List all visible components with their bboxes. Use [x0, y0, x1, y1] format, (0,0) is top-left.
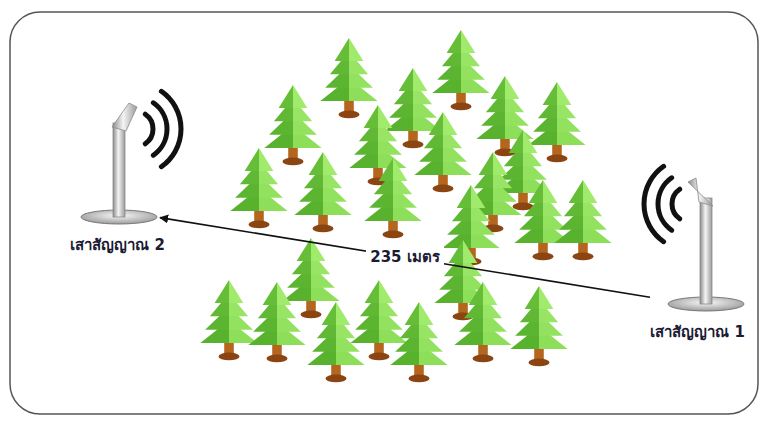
tower-figure: [75, 95, 160, 225]
signal-wave: [145, 114, 153, 143]
pine-tree: [510, 286, 567, 366]
pine-tree: [364, 158, 421, 238]
tower-figure: [650, 170, 745, 312]
frame: [10, 12, 758, 414]
tower-pole: [113, 123, 125, 217]
pine-tree: [390, 302, 447, 382]
tower-label: เสาสัญญาณ 1: [650, 320, 745, 344]
pine-tree: [554, 180, 611, 260]
signal-wave: [658, 178, 672, 230]
tower-pole: [700, 198, 712, 304]
pine-tree: [200, 280, 257, 360]
signal-tower: เสาสัญญาณ 1: [650, 170, 745, 312]
pine-tree: [320, 38, 377, 118]
signal-wave: [644, 166, 664, 241]
pine-tree: [432, 30, 489, 110]
tower-label: เสาสัญญาณ 2: [70, 233, 165, 257]
forest: [200, 30, 611, 382]
pine-tree: [514, 180, 571, 260]
pine-tree: [414, 112, 471, 192]
antenna-tower: [644, 166, 744, 311]
pine-tree: [528, 82, 585, 162]
pine-tree: [264, 85, 321, 165]
signal-tower: เสาสัญญาณ 2: [75, 95, 160, 225]
signal-wave: [153, 103, 167, 155]
pine-tree: [282, 238, 339, 318]
pine-tree: [230, 148, 287, 228]
antenna-head: [688, 178, 713, 206]
signal-wave: [672, 189, 680, 218]
distance-arrow: [160, 218, 650, 298]
distance-label: 235 เมตร: [366, 244, 444, 270]
pine-tree: [294, 152, 351, 232]
pine-tree: [454, 282, 511, 362]
antenna-tower: [81, 91, 181, 224]
antenna-head: [112, 103, 137, 131]
pine-tree: [384, 68, 441, 148]
signal-wave: [161, 91, 181, 166]
pine-tree: [248, 282, 305, 362]
